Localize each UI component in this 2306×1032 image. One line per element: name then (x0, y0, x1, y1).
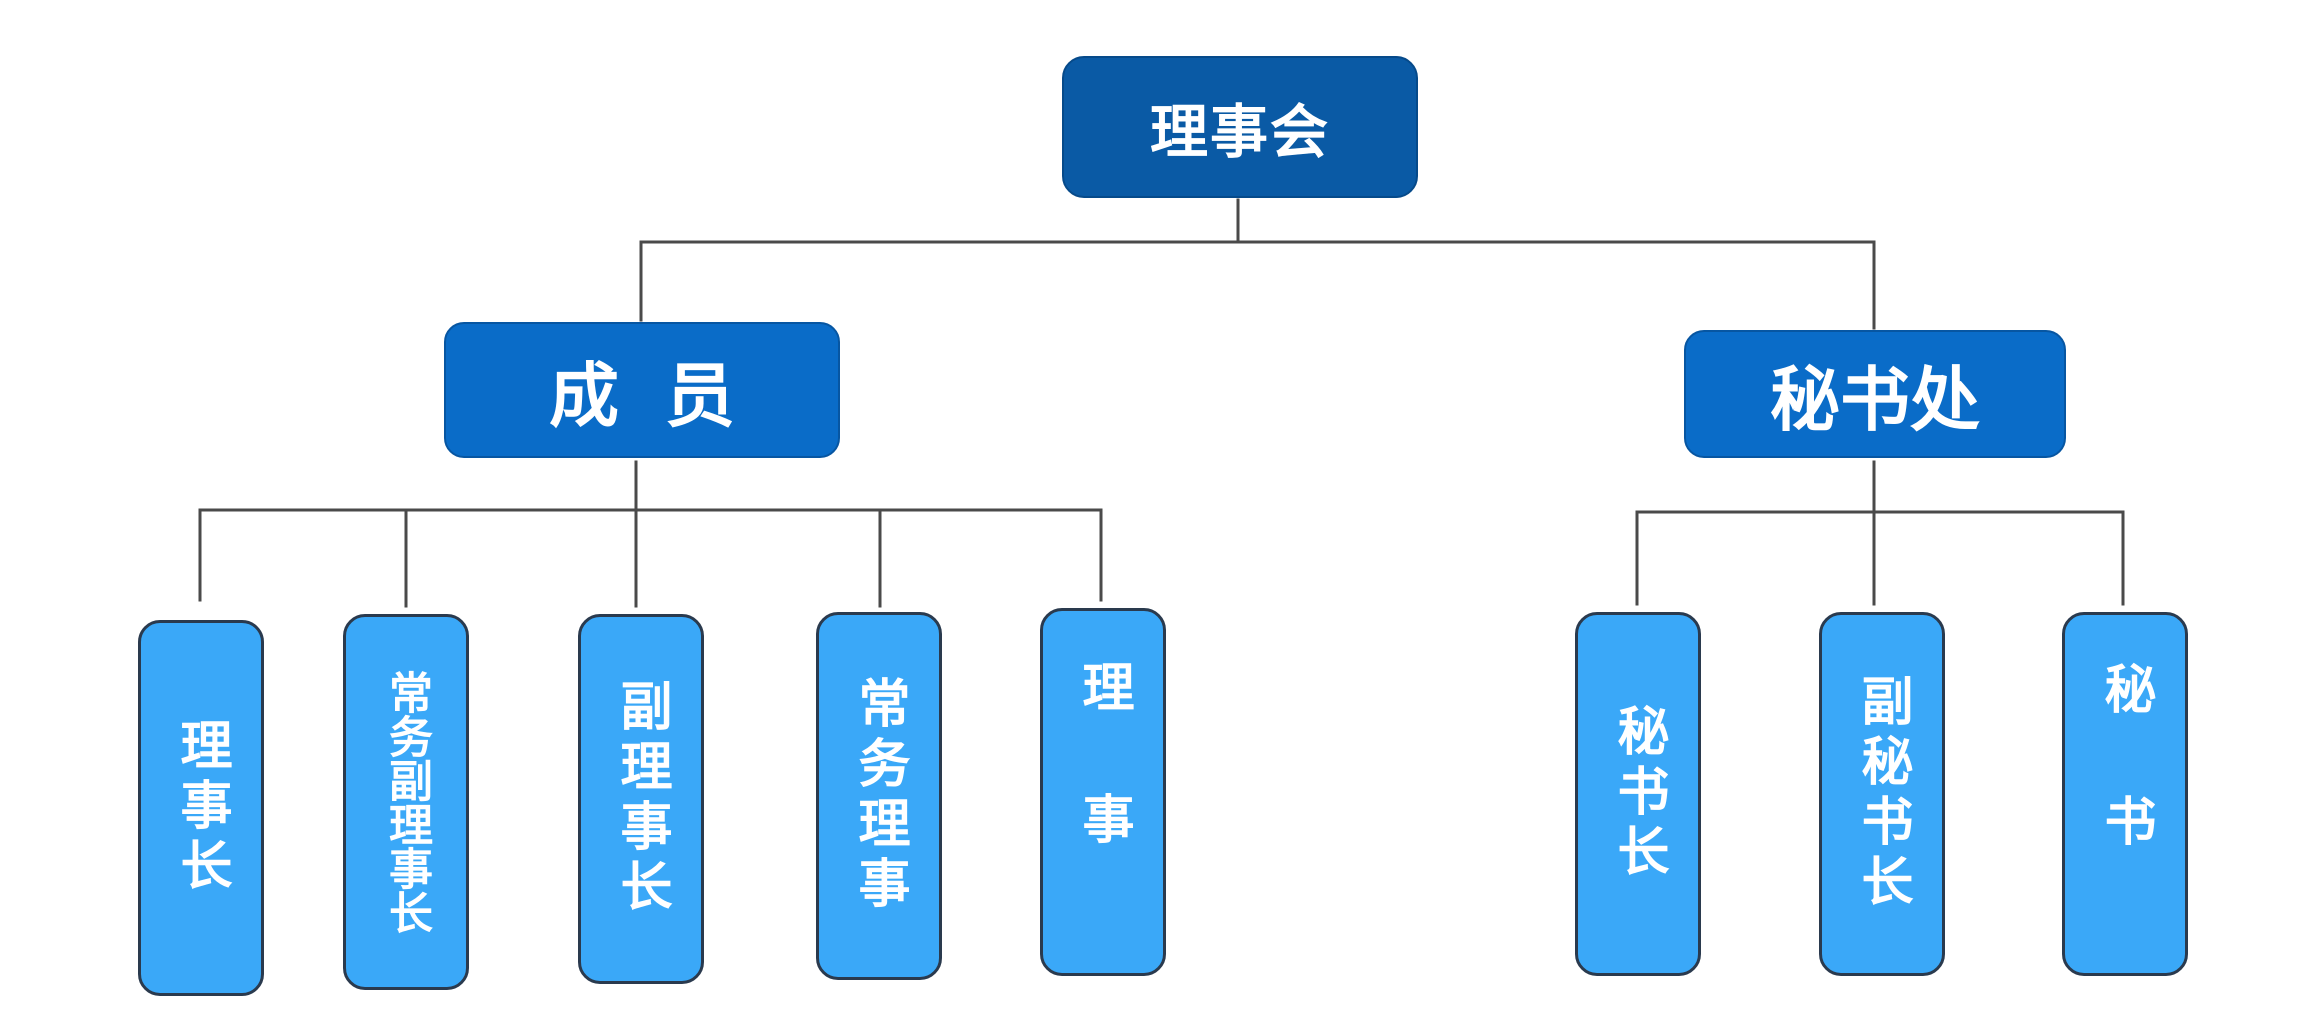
leaf-director: 理事 (1040, 608, 1166, 976)
node-secretariat-label: 秘书处 (1770, 357, 1980, 441)
node-members-label: 成员 (549, 353, 781, 437)
leaf-executive-vice-chairman: 常务副理事长 (343, 614, 469, 990)
leaf-vice-chairman-label: 副理事长 (611, 679, 672, 919)
node-secretariat: 秘书处 (1684, 330, 2066, 458)
leaf-secretary: 秘书 (2062, 612, 2188, 976)
leaf-chairman-label: 理事长 (171, 718, 232, 898)
leaf-secretary-general-label: 秘书长 (1608, 704, 1669, 884)
leaf-chairman: 理事长 (138, 620, 264, 996)
node-council-label: 理事会 (1149, 98, 1330, 166)
leaf-director-label: 理事 (1073, 660, 1134, 924)
leaf-deputy-secretary-general-label: 副秘书长 (1852, 674, 1913, 914)
leaf-executive-director-label: 常务理事 (849, 676, 910, 916)
leaf-executive-director: 常务理事 (816, 612, 942, 980)
node-council: 理事会 (1062, 56, 1418, 198)
node-members: 成员 (444, 322, 840, 458)
leaf-secretary-label: 秘书 (2095, 662, 2156, 926)
leaf-deputy-secretary-general: 副秘书长 (1819, 612, 1945, 976)
leaf-vice-chairman: 副理事长 (578, 614, 704, 984)
leaf-executive-vice-chairman-label: 常务副理事长 (381, 670, 432, 934)
leaf-secretary-general: 秘书长 (1575, 612, 1701, 976)
